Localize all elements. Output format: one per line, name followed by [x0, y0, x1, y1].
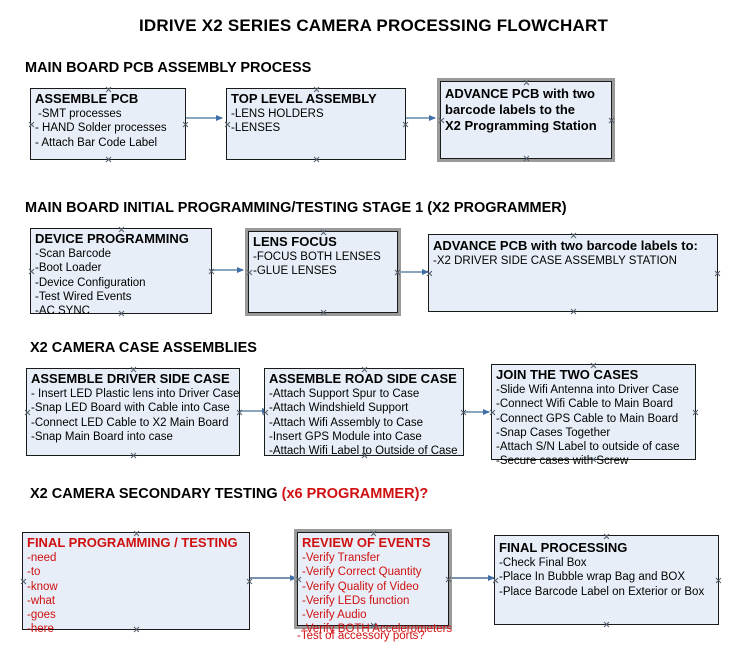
box-header: TOP LEVEL ASSEMBLY: [231, 91, 377, 106]
box-line: -Attach Support Spur to Case: [269, 388, 420, 400]
box-line: -what: [27, 594, 56, 607]
box-line: -Snap LED Board with Cable into Case: [31, 402, 230, 415]
section-heading-x2-camera-secondary-testing: X2 CAMERA SECONDARY TESTING (x6 PROGRAMM…: [30, 486, 428, 502]
box-line: -Secure cases with Screw: [496, 455, 629, 468]
box-line: -SMT processes: [38, 108, 122, 120]
box-overflow-line-review-of-events: -Test of accessory ports?: [297, 630, 425, 642]
box-header: ASSEMBLE ROAD SIDE CASE: [269, 371, 457, 386]
box-header: JOIN THE TWO CASES: [496, 367, 639, 382]
section-heading-main-board-pcb-assembly: MAIN BOARD PCB ASSEMBLY PROCESS: [25, 60, 311, 76]
box-line: -Verify BOTH Accelerometers: [302, 623, 453, 636]
box-header: ASSEMBLE DRIVER SIDE CASE: [31, 371, 230, 386]
box-line: -FOCUS BOTH LENSES: [253, 251, 381, 263]
box-line: -Scan Barcode: [35, 248, 112, 260]
box-header: REVIEW OF EVENTS: [302, 535, 431, 550]
box-header-line: X2 Programming Station: [445, 118, 597, 133]
box-line: -Attach Windshield Support: [269, 402, 409, 415]
page-title: IDRIVE X2 SERIES CAMERA PROCESSING FLOWC…: [138, 16, 609, 35]
box-line: -Verify LEDs function: [302, 594, 410, 607]
box-final-processing[interactable]: FINAL PROCESSING -Check Final Box -Place…: [494, 535, 719, 625]
box-final-programming-testing[interactable]: FINAL PROGRAMMING / TESTING -need -to -k…: [22, 532, 250, 635]
box-assemble-road-side-case[interactable]: ASSEMBLE ROAD SIDE CASE -Attach Support …: [264, 368, 464, 458]
box-line: -LENSES: [231, 122, 281, 135]
section-heading-x2-camera-case-assemblies: X2 CAMERA CASE ASSEMBLIES: [30, 340, 257, 356]
box-line: -Verify Correct Quantity: [302, 566, 422, 579]
box-line: -Test Wired Events: [35, 290, 132, 303]
box-line: -GLUE LENSES: [253, 265, 337, 278]
box-line: - Attach Bar Code Label: [35, 136, 158, 149]
section-heading-text: X2 CAMERA SECONDARY TESTING: [30, 486, 282, 502]
box-line: -Snap Main Board into case: [31, 430, 173, 443]
box-line: -Verify Quality of Video: [302, 580, 419, 593]
box-line: -Attach Wifi Assembly to Case: [269, 416, 424, 429]
box-line: -Connect GPS Cable to Main Board: [496, 412, 679, 425]
section-heading-text: X2 CAMERA CASE ASSEMBLIES: [30, 340, 257, 356]
box-header: LENS FOCUS: [253, 234, 337, 249]
box-line: -Place Barcode Label on Exterior or Box: [499, 585, 705, 598]
box-line: -Device Configuration: [35, 276, 146, 289]
box-header: ADVANCE PCB with two barcode labels to:: [433, 238, 698, 253]
box-assemble-driver-side-case[interactable]: ASSEMBLE DRIVER SIDE CASE - Insert LED P…: [26, 368, 240, 456]
box-line: -LENS HOLDERS: [231, 108, 324, 120]
section-heading-text: MAIN BOARD PCB ASSEMBLY PROCESS: [25, 60, 312, 76]
box-line: -Boot Loader: [35, 262, 102, 275]
box-review-of-events[interactable]: REVIEW OF EVENTS -Verify Transfer -Verif…: [294, 529, 452, 635]
box-line: -Verify Transfer: [302, 552, 380, 564]
box-line: -Place In Bubble wrap Bag and BOX: [499, 571, 686, 584]
box-join-the-two-cases[interactable]: JOIN THE TWO CASES -Slide Wifi Antenna i…: [491, 364, 696, 467]
box-line: -X2 DRIVER SIDE CASE ASSEMBLY STATION: [433, 255, 677, 267]
box-header: FINAL PROCESSING: [499, 540, 628, 555]
box-line: -here: [27, 623, 54, 636]
box-lens-focus[interactable]: LENS FOCUS -FOCUS BOTH LENSES -GLUE LENS…: [245, 228, 401, 316]
box-line: -Connect LED Cable to X2 Main Board: [31, 416, 229, 429]
box-line: -Snap Cases Together: [496, 426, 611, 439]
box-line: -goes: [27, 609, 56, 622]
box-line: -need: [27, 552, 57, 564]
box-line: -to: [27, 566, 41, 579]
box-advance-pcb-programming-station[interactable]: ADVANCE PCB with two barcode labels to t…: [437, 78, 615, 162]
box-line: -Verify Audio: [302, 609, 367, 622]
box-header: ADVANCE PCB with two: [445, 86, 595, 101]
box-line: - HAND Solder processes: [35, 122, 167, 135]
box-top-level-assembly[interactable]: TOP LEVEL ASSEMBLY -LENS HOLDERS -LENSES: [226, 88, 406, 160]
box-advance-pcb-driver-side-station[interactable]: ADVANCE PCB with two barcode labels to: …: [428, 234, 718, 312]
box-assemble-pcb[interactable]: ASSEMBLE PCB -SMT processes - HAND Solde…: [30, 88, 186, 160]
box-line: -Check Final Box: [499, 557, 587, 569]
section-heading-text: MAIN BOARD INITIAL PROGRAMMING/TESTING S…: [25, 200, 567, 216]
box-header: FINAL PROGRAMMING / TESTING: [27, 535, 238, 550]
box-line: -Insert GPS Module into Case: [269, 430, 422, 443]
box-line: -Slide Wifi Antenna into Driver Case: [496, 384, 679, 396]
section-heading-accent: (x6 PROGRAMMER)?: [281, 486, 429, 502]
box-line: - Insert LED Plastic lens into Driver Ca…: [31, 388, 240, 400]
box-header-line: barcode labels to the: [445, 102, 576, 117]
box-line: -AC SYNC: [35, 305, 90, 318]
box-device-programming[interactable]: DEVICE PROGRAMMING -Scan Barcode -Boot L…: [30, 228, 212, 317]
box-line: -Attach S/N Label to outside of case: [496, 441, 680, 454]
section-heading-main-board-initial-programming: MAIN BOARD INITIAL PROGRAMMING/TESTING S…: [25, 200, 567, 216]
box-line: -know: [27, 580, 58, 593]
box-header: DEVICE PROGRAMMING: [35, 231, 189, 246]
box-header: ASSEMBLE PCB: [35, 91, 139, 106]
box-line: -Attach Wifi Label to Outside of Case: [269, 445, 458, 458]
box-line: -Connect Wifi Cable to Main Board: [496, 398, 674, 411]
